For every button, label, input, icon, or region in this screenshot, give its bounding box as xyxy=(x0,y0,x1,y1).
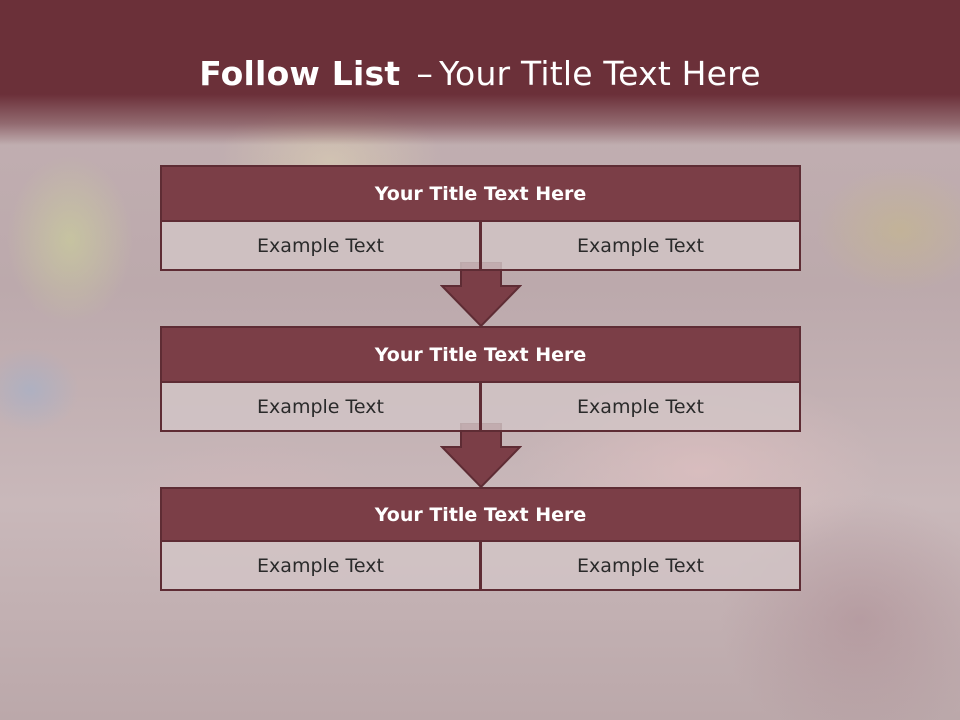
block-cell-left: Example Text xyxy=(160,222,481,271)
title-rest: Your Title Text Here xyxy=(439,54,761,93)
block-heading: Your Title Text Here xyxy=(160,165,801,222)
slide-title: Follow List–Your Title Text Here xyxy=(0,54,960,93)
block-cell-right: Example Text xyxy=(481,542,801,591)
title-dash: – xyxy=(416,54,434,93)
header-band xyxy=(0,0,960,145)
block-cell-left: Example Text xyxy=(160,383,481,432)
block-cell-right: Example Text xyxy=(481,383,801,432)
block-row: Example Text Example Text xyxy=(160,383,801,432)
block-heading: Your Title Text Here xyxy=(160,326,801,383)
block-cell-left: Example Text xyxy=(160,542,481,591)
down-arrow-icon xyxy=(440,262,522,328)
block-row: Example Text Example Text xyxy=(160,222,801,271)
list-block: Your Title Text Here Example Text Exampl… xyxy=(160,326,801,432)
title-bold: Follow List xyxy=(199,54,401,93)
block-cell-right: Example Text xyxy=(481,222,801,271)
list-block: Your Title Text Here Example Text Exampl… xyxy=(160,487,801,591)
block-row: Example Text Example Text xyxy=(160,542,801,591)
list-block: Your Title Text Here Example Text Exampl… xyxy=(160,165,801,271)
down-arrow-icon xyxy=(440,423,522,489)
block-heading: Your Title Text Here xyxy=(160,487,801,542)
